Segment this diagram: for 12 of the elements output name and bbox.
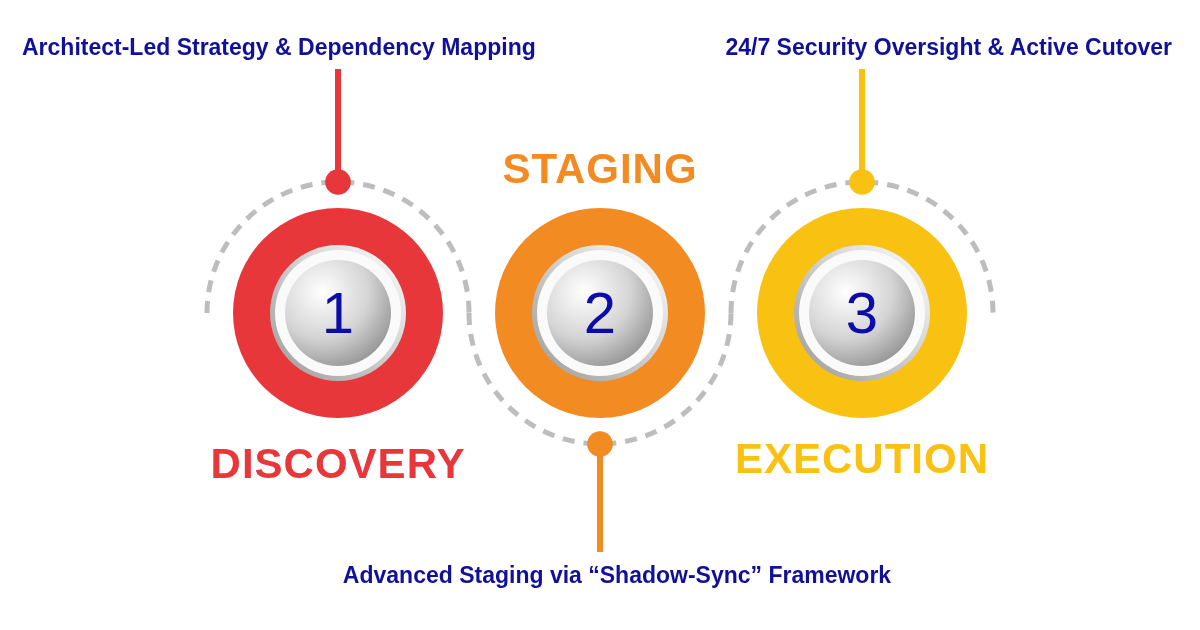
phase-heading: STAGING (502, 148, 698, 190)
phase-description: 24/7 Security Oversight & Active Cutover (725, 34, 1172, 61)
step-number: 2 (582, 284, 618, 342)
phase-heading: DISCOVERY (210, 443, 466, 485)
phase-description: Advanced Staging via “Shadow-Sync” Framework (342, 562, 892, 589)
leader-line (587, 431, 613, 552)
step-number: 1 (320, 284, 356, 342)
leader-line (325, 69, 351, 195)
phase-heading: EXECUTION (735, 438, 989, 480)
phase-description: Architect-Led Strategy & Dependency Mapping (22, 34, 536, 61)
step-number: 3 (844, 284, 880, 342)
leader-line (849, 69, 875, 195)
